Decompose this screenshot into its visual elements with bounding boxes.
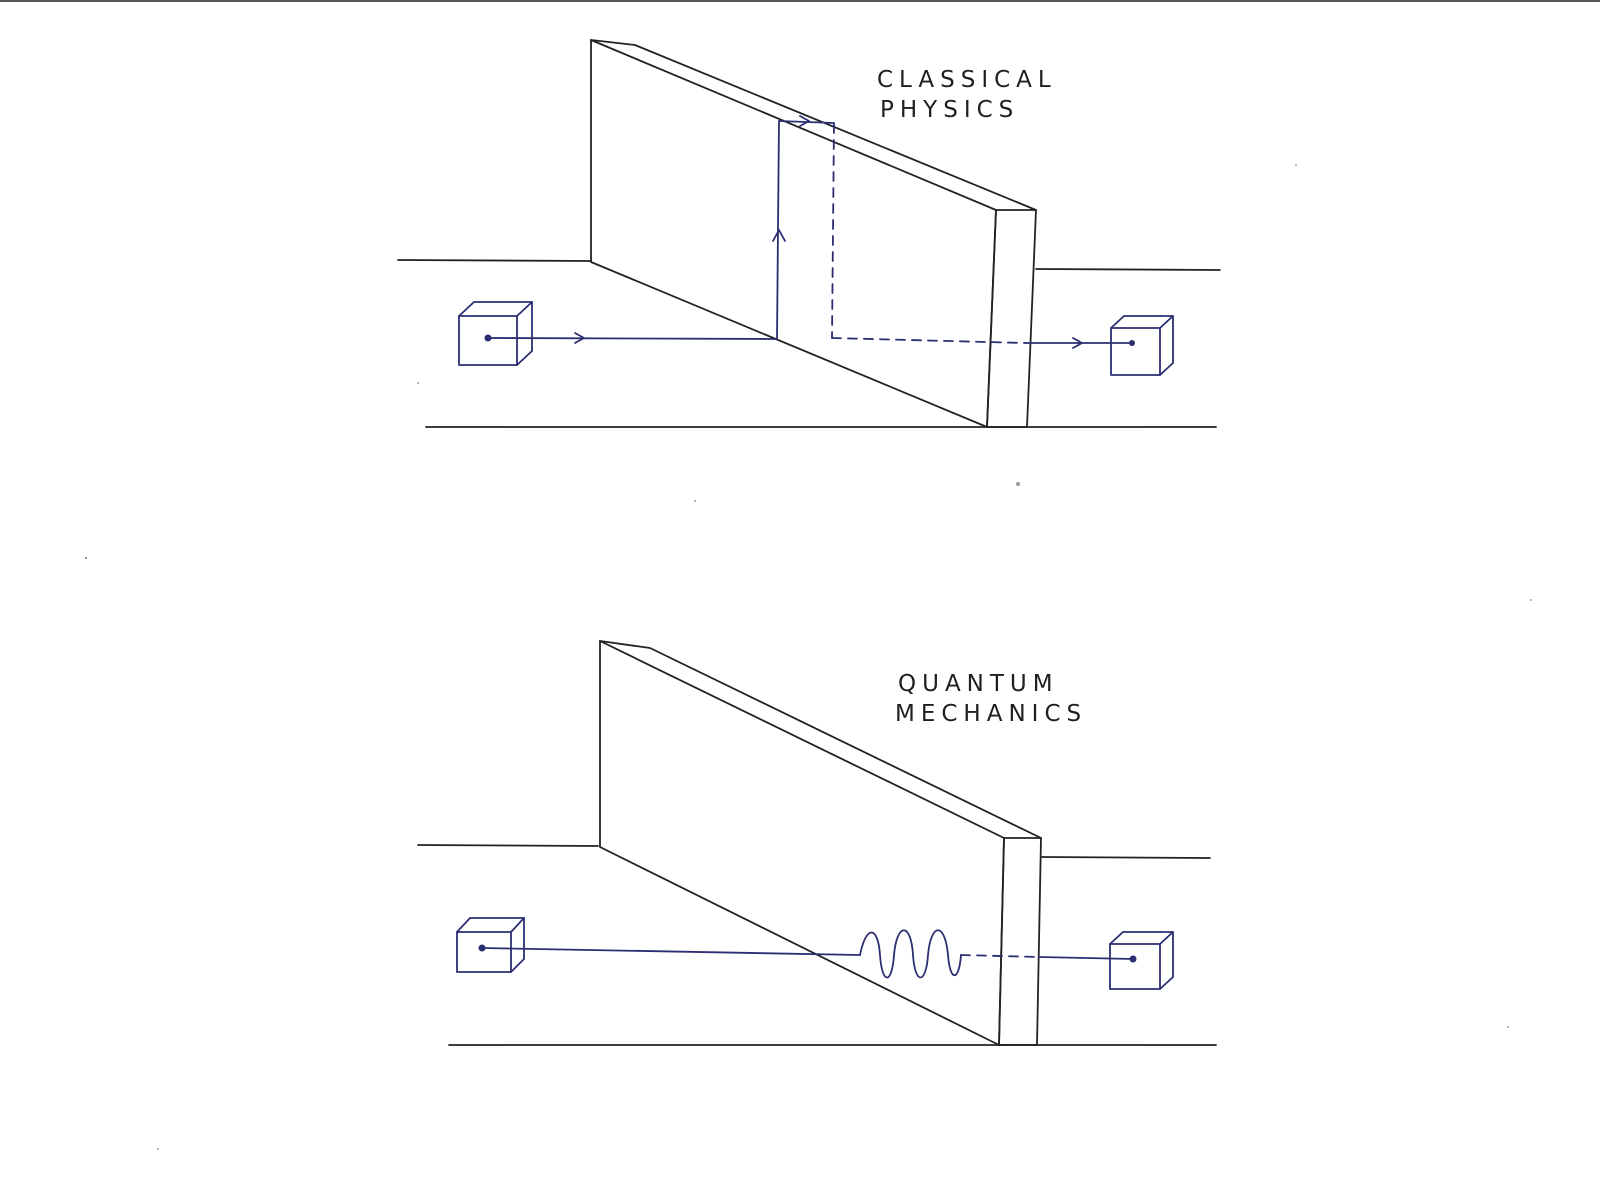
quantum-panel: QUANTUM MECHANICS <box>417 640 1217 1046</box>
quantum-title-line-1: QUANTUM <box>898 671 1059 697</box>
classical-incoming-arrow <box>574 332 585 344</box>
classical-particle-path <box>487 115 1133 349</box>
classical-back-ground-right <box>1035 268 1221 271</box>
quantum-detector-edge <box>1159 931 1174 945</box>
classical-barrier <box>590 39 1037 428</box>
classical-detector-front <box>1110 327 1161 376</box>
speck <box>1016 482 1020 486</box>
quantum-wave-path <box>481 929 1134 979</box>
quantum-incoming-path <box>481 947 861 956</box>
classical-source-edge <box>516 301 533 317</box>
quantum-title: QUANTUM MECHANICS <box>895 671 1087 727</box>
classical-title-line-2: PHYSICS <box>880 97 1019 123</box>
quantum-detector-box <box>1109 931 1174 990</box>
quantum-barrier-top-face <box>599 640 1042 839</box>
quantum-barrier-side-face <box>998 837 1042 1046</box>
paper-specks <box>84 164 1532 1150</box>
classical-source-box <box>458 301 533 366</box>
quantum-outgoing-path <box>1038 956 1134 960</box>
quantum-source-top-side <box>456 917 525 973</box>
quantum-barrier <box>599 640 1042 1046</box>
quantum-source-box <box>456 917 525 973</box>
classical-hidden-descent <box>831 123 835 339</box>
classical-ground-lines <box>397 259 1221 428</box>
speck <box>157 1148 159 1150</box>
quantum-wavefunction <box>859 929 962 979</box>
speck <box>417 382 419 384</box>
quantum-back-ground-left <box>417 844 599 847</box>
speck <box>1295 164 1297 166</box>
classical-detector-edge <box>1159 315 1174 329</box>
classical-barrier-side-face <box>986 209 1037 428</box>
classical-back-ground-left <box>397 259 592 262</box>
quantum-tunnel-path <box>960 954 1040 958</box>
classical-top-arrow <box>799 115 810 127</box>
classical-hidden-exit <box>831 337 1026 344</box>
speck <box>694 500 696 502</box>
quantum-back-ground-right <box>1040 856 1211 859</box>
quantum-source-front <box>456 931 512 973</box>
speck <box>84 556 88 560</box>
classical-outgoing-arrow <box>1072 337 1083 349</box>
classical-incoming-path <box>487 337 778 340</box>
quantum-source-edge <box>510 917 525 933</box>
classical-barrier-top-face <box>590 39 1037 211</box>
classical-climb-arrow <box>772 229 786 242</box>
speck <box>1530 599 1532 601</box>
quantum-ground-lines <box>417 844 1217 1046</box>
classical-detector-box <box>1110 315 1174 376</box>
classical-title-line-1: CLASSICAL <box>877 67 1057 93</box>
quantum-title-line-2: MECHANICS <box>895 701 1087 727</box>
speck <box>1507 1026 1509 1028</box>
quantum-detector-front <box>1109 943 1161 990</box>
classical-panel: CLASSICAL PHYSICS <box>397 39 1221 428</box>
classical-title: CLASSICAL PHYSICS <box>877 67 1057 123</box>
